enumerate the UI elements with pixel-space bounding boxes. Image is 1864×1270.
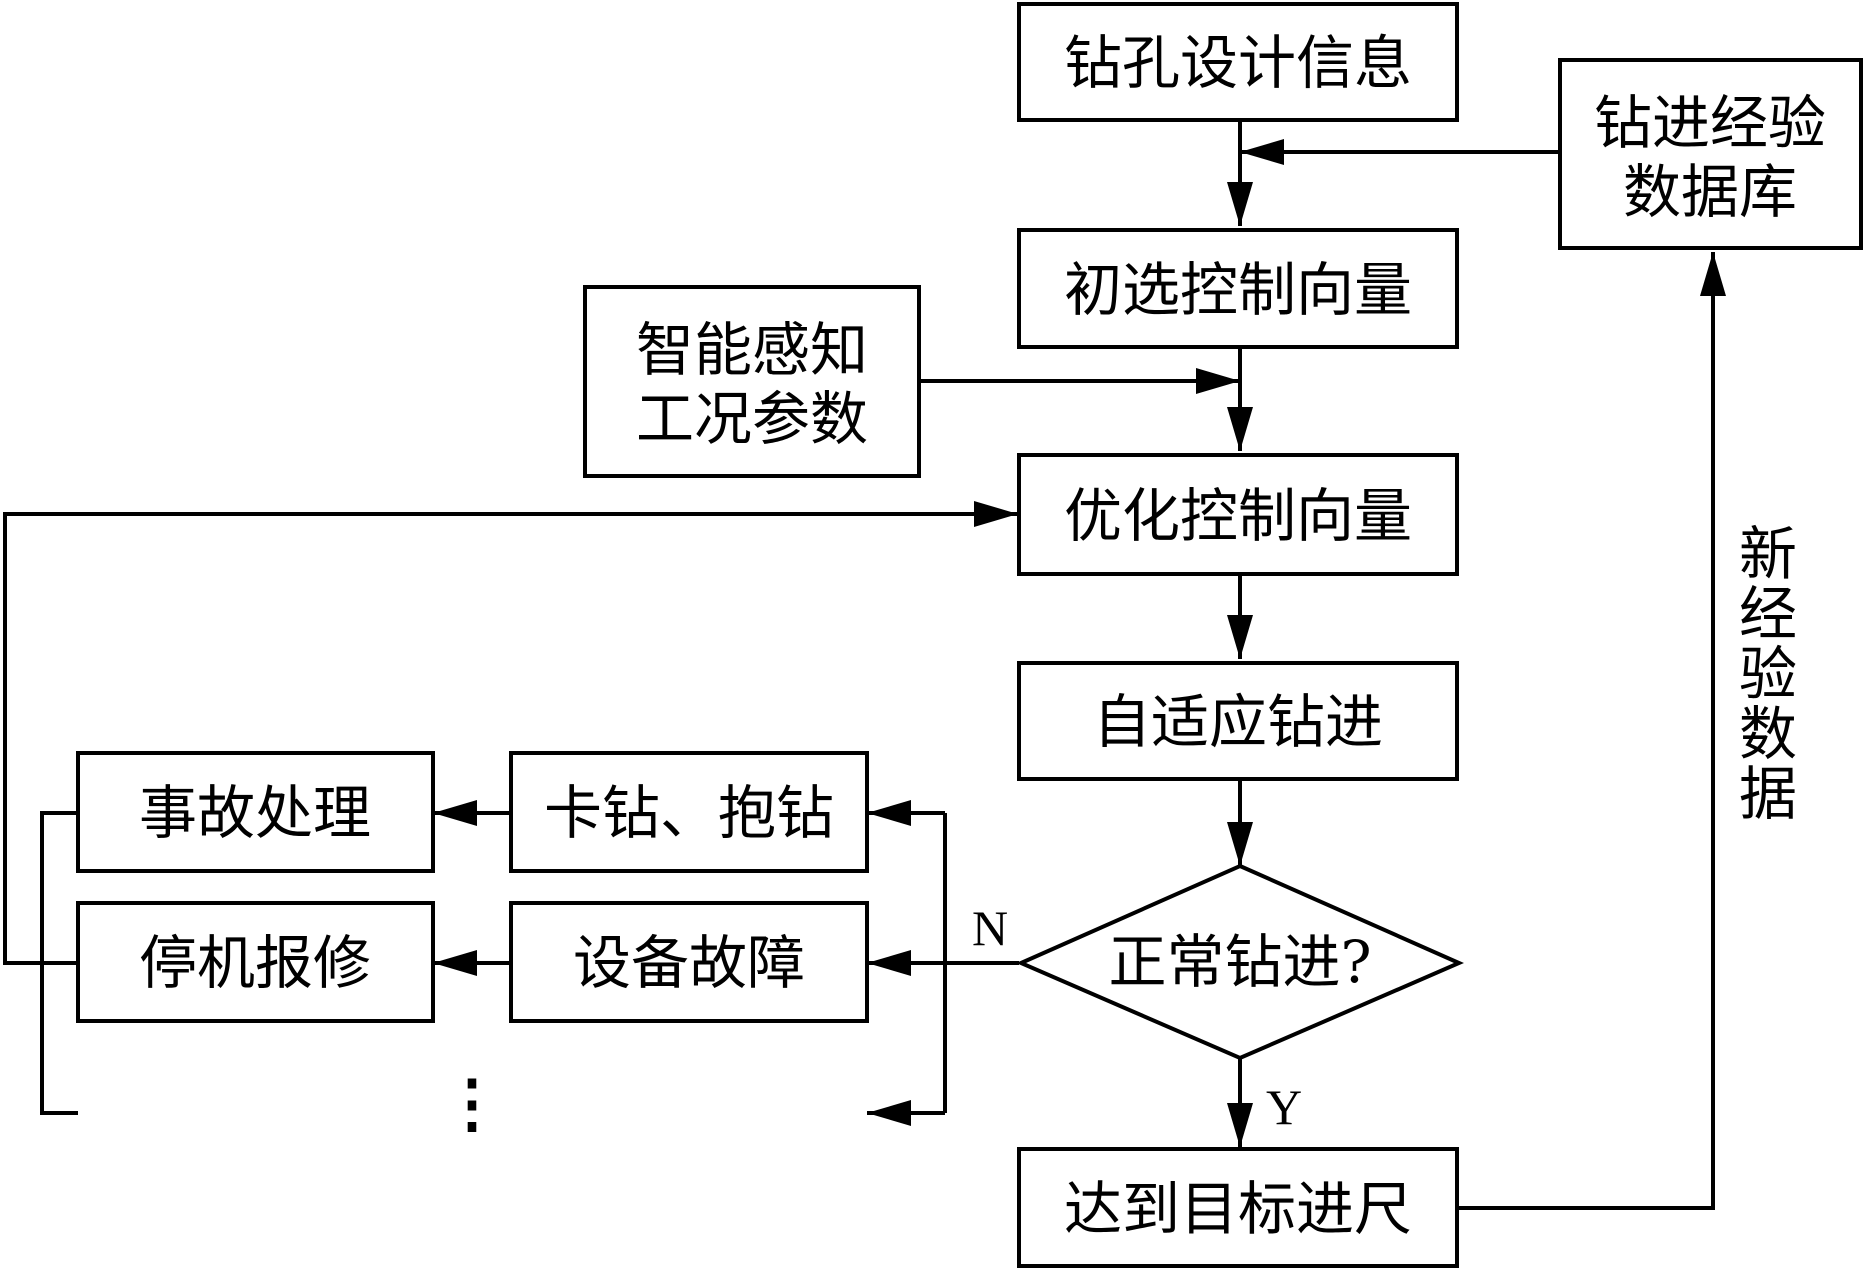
new-data-char-2: 经 — [1739, 580, 1797, 648]
node-optimized-vector: 优化控制向量 — [1017, 453, 1459, 576]
node-sensing-params: 智能感知 工况参数 — [583, 285, 921, 478]
node-reach-target: 达到目标进尺 — [1017, 1147, 1459, 1268]
node-experience-db-line1: 钻进经验 — [1594, 89, 1826, 157]
node-shutdown-repair: 停机报修 — [76, 901, 435, 1023]
node-equipment-fault-label: 设备故障 — [573, 929, 805, 997]
node-experience-db-line2: 数据库 — [1623, 158, 1797, 226]
edge-target-to-db — [1459, 252, 1726, 1210]
node-stuck-drill: 卡钻、抱钻 — [509, 751, 869, 873]
edge-feedback-to-optimized — [3, 501, 1018, 965]
new-data-char-1: 新 — [1739, 520, 1797, 588]
node-shutdown-repair-label: 停机报修 — [139, 929, 371, 997]
node-sensing-params-line1: 智能感知 — [636, 316, 868, 384]
node-equipment-fault: 设备故障 — [509, 901, 869, 1023]
node-initial-vector-label: 初选控制向量 — [1064, 256, 1412, 324]
node-accident-handling: 事故处理 — [76, 751, 435, 873]
node-experience-db: 钻进经验 数据库 — [1558, 58, 1863, 250]
node-reach-target-label: 达到目标进尺 — [1064, 1175, 1412, 1243]
node-adaptive-drilling-label: 自适应钻进 — [1093, 688, 1383, 756]
connectors — [3, 120, 1726, 1210]
node-stuck-drill-label: 卡钻、抱钻 — [544, 779, 834, 847]
ellipsis-more-cases: ⋮ — [440, 1066, 504, 1141]
new-data-char-4: 数 — [1739, 700, 1797, 768]
node-adaptive-drilling: 自适应钻进 — [1017, 661, 1459, 781]
node-design-info-label: 钻孔设计信息 — [1064, 29, 1412, 97]
new-data-char-3: 验 — [1739, 640, 1797, 708]
node-accident-handling-label: 事故处理 — [139, 779, 371, 847]
node-sensing-params-line2: 工况参数 — [636, 385, 868, 453]
node-normal-drilling-decision: 正常钻进? — [1016, 863, 1464, 1061]
edge-label-no: N — [972, 900, 1008, 956]
new-data-char-5: 据 — [1739, 760, 1797, 828]
node-optimized-vector-label: 优化控制向量 — [1064, 482, 1412, 550]
edge-label-yes: Y — [1266, 1079, 1302, 1135]
node-normal-drilling-label: 正常钻进? — [1108, 928, 1371, 996]
edge-label-new-data: 新 经 验 数 据 — [1739, 520, 1797, 828]
node-initial-vector: 初选控制向量 — [1017, 228, 1459, 349]
node-design-info: 钻孔设计信息 — [1017, 2, 1459, 122]
